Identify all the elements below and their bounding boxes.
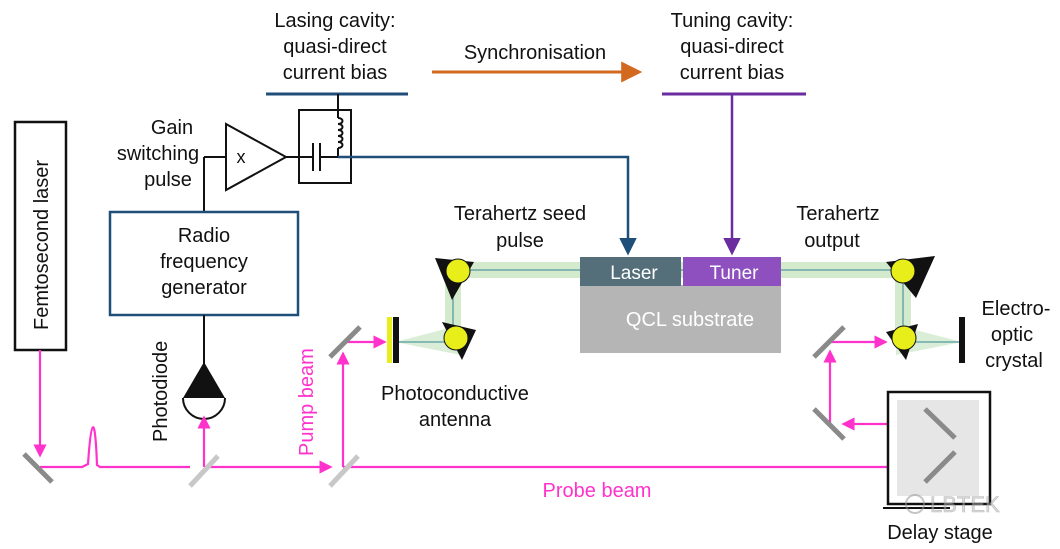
mirror-femtosecond bbox=[22, 452, 54, 484]
gain-switching-label-3: pulse bbox=[144, 169, 192, 191]
femtosecond-laser-box bbox=[13, 120, 68, 352]
photodiode-label: Photodiode bbox=[150, 341, 172, 442]
gain-switching-label-1: Gain bbox=[151, 117, 193, 139]
electro-optic-crystal bbox=[959, 317, 965, 363]
laser-block bbox=[580, 257, 681, 286]
amplifier: x bbox=[203, 122, 289, 212]
photoconductive-antenna-edge bbox=[387, 317, 392, 363]
watermark-text: LBTEK bbox=[930, 492, 1000, 517]
electro-optic-label-3: crystal bbox=[985, 350, 1043, 372]
tuning-cavity-label-3: current bias bbox=[680, 62, 785, 84]
mirror-pump-splitter bbox=[328, 454, 360, 488]
watermark-icon bbox=[905, 494, 925, 514]
terahertz-output-label-1: Terahertz bbox=[796, 203, 879, 225]
parabolic-mirror-bottom-left bbox=[442, 322, 476, 360]
tuning-cavity-label-2: quasi-direct bbox=[680, 36, 784, 58]
delay-stage-label: Delay stage bbox=[887, 522, 993, 544]
parabolic-mirror-top-right bbox=[886, 256, 935, 298]
mirror-probe-right-lower bbox=[812, 407, 846, 441]
photoconductive-label-1: Photoconductive bbox=[381, 383, 529, 405]
tuner-label: Tuner bbox=[710, 263, 760, 284]
rf-generator-label-3: generator bbox=[161, 277, 247, 299]
electro-optic-label-1: Electro- bbox=[982, 298, 1051, 320]
mirror-probe-right-upper bbox=[812, 325, 846, 359]
probe-beam-label: Probe beam bbox=[543, 480, 652, 502]
mirror-pump-upper bbox=[328, 325, 362, 359]
photodiode bbox=[182, 362, 226, 420]
gain-switching-label-2: switching bbox=[117, 143, 199, 165]
terahertz-output-label-2: output bbox=[804, 230, 860, 252]
bias-tee bbox=[286, 94, 352, 184]
pump-beam-label: Pump beam bbox=[296, 348, 318, 456]
photoconductive-antenna bbox=[393, 317, 399, 363]
lasing-cavity-label-1: Lasing cavity: bbox=[274, 10, 395, 32]
tuner-block bbox=[683, 257, 781, 286]
amplifier-symbol: x bbox=[237, 147, 246, 167]
tuning-cavity-label-1: Tuning cavity: bbox=[671, 10, 794, 32]
laser-label: Laser bbox=[610, 263, 658, 284]
femtosecond-laser-label: Femtosecond laser bbox=[31, 160, 53, 330]
lasing-cavity-label-3: current bias bbox=[283, 62, 388, 84]
lasing-bias-line bbox=[338, 155, 637, 256]
mirror-photodiode-splitter bbox=[188, 454, 220, 488]
parabolic-mirror-bottom-right bbox=[886, 324, 918, 360]
rf-generator-label-2: frequency bbox=[160, 251, 248, 273]
watermark: LBTEK bbox=[905, 492, 1000, 517]
synchronisation-label: Synchronisation bbox=[464, 42, 606, 64]
terahertz-seed-label-2: pulse bbox=[496, 230, 544, 252]
rf-generator-box bbox=[108, 210, 300, 317]
qcl-substrate-label: QCL substrate bbox=[626, 309, 754, 331]
lasing-cavity-label-2: quasi-direct bbox=[283, 36, 387, 58]
delay-stage bbox=[883, 390, 992, 509]
terahertz-seed-label-1: Terahertz seed bbox=[454, 203, 586, 225]
rf-generator-label-1: Radio bbox=[178, 225, 230, 247]
qcl-substrate bbox=[580, 285, 781, 353]
optical-mirrors bbox=[22, 325, 846, 488]
photoconductive-label-2: antenna bbox=[419, 409, 492, 431]
parabolic-mirror-top-left bbox=[435, 258, 474, 300]
electro-optic-label-2: optic bbox=[991, 324, 1033, 346]
